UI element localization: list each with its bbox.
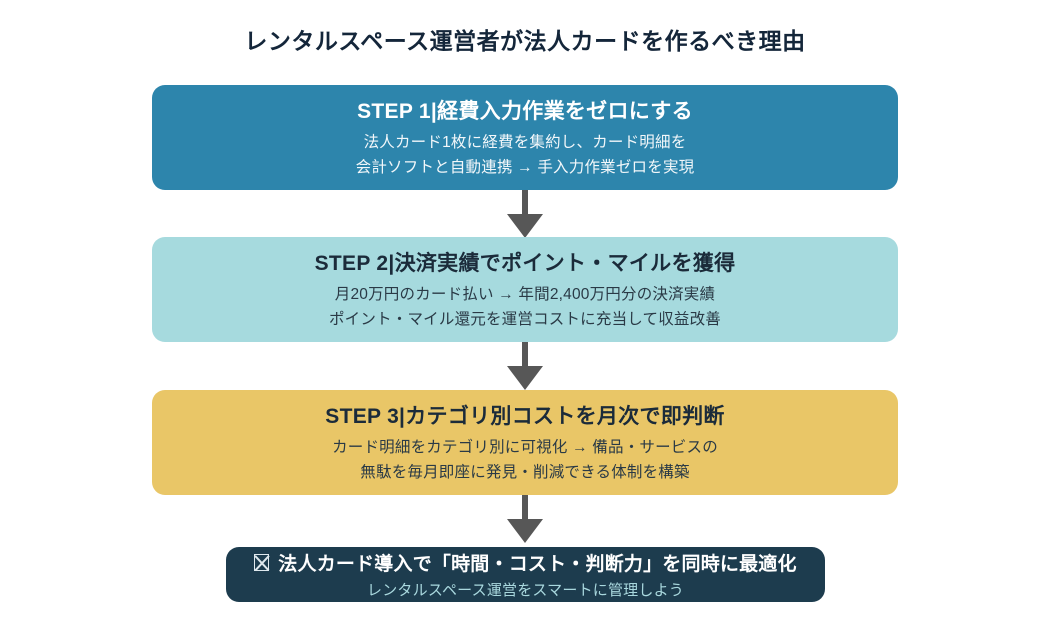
step-card-1: STEP 1|経費入力作業をゼロにする 法人カード1枚に経費を集約し、カード明細… bbox=[152, 85, 898, 190]
step-3-line-1: カード明細をカテゴリ別に可視化 → 備品・サービスの bbox=[332, 439, 718, 456]
conclusion-sub-text: レンタルスペース運営をスマートに管理しよう bbox=[367, 582, 684, 599]
conclusion-banner: 法人カード導入で「時間・コスト・判断力」を同時に最適化 レンタルスペース運営をス… bbox=[226, 547, 825, 602]
step-3-heading: STEP 3|カテゴリ別コストを月次で即判断 bbox=[325, 405, 725, 428]
arrow-down-icon-2 bbox=[507, 342, 543, 390]
arrow-down-icon-3 bbox=[507, 495, 543, 543]
conclusion-main-text: 法人カード導入で「時間・コスト・判断力」を同時に最適化 bbox=[278, 554, 797, 575]
step-1-line-2: 会計ソフトと自動連携 → 手入力作業ゼロを実現 bbox=[355, 159, 695, 176]
step-1-heading: STEP 1|経費入力作業をゼロにする bbox=[357, 100, 693, 123]
arrow-stem bbox=[522, 190, 528, 216]
arrow-stem bbox=[522, 342, 528, 368]
step-card-2: STEP 2|決済実績でポイント・マイルを獲得 月20万円のカード払い → 年間… bbox=[152, 237, 898, 342]
page-title: レンタルスペース運営者が法人カードを作るべき理由 bbox=[244, 28, 806, 54]
step-2-line-2: ポイント・マイル還元を運営コストに充当して収益改善 bbox=[328, 311, 722, 328]
missing-glyph-box-icon bbox=[254, 554, 270, 571]
step-2-heading: STEP 2|決済実績でポイント・マイルを獲得 bbox=[314, 252, 736, 275]
step-card-3: STEP 3|カテゴリ別コストを月次で即判断 カード明細をカテゴリ別に可視化 →… bbox=[152, 390, 898, 495]
arrow-stem bbox=[522, 495, 528, 521]
arrow-head bbox=[507, 366, 543, 390]
conclusion-main-row: 法人カード導入で「時間・コスト・判断力」を同時に最適化 bbox=[254, 549, 797, 576]
arrow-head bbox=[507, 519, 543, 543]
step-1-line-1: 法人カード1枚に経費を集約し、カード明細を bbox=[363, 134, 687, 151]
arrow-down-icon-1 bbox=[507, 190, 543, 238]
step-3-line-2: 無駄を毎月即座に発見・削減できる体制を構築 bbox=[360, 464, 690, 481]
step-2-line-1: 月20万円のカード払い → 年間2,400万円分の決済実績 bbox=[334, 286, 716, 303]
arrow-head bbox=[507, 214, 543, 238]
